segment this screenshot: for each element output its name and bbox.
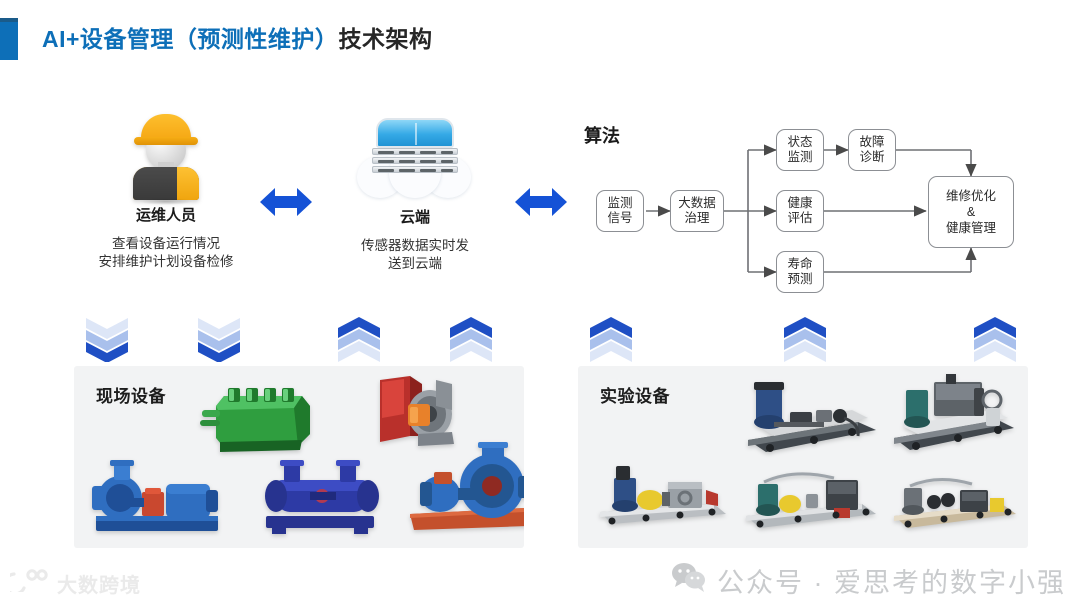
chevron-stack-down-1 bbox=[84, 316, 130, 362]
panel-field-equipment: 现场设备 bbox=[74, 366, 524, 548]
equipment-lab-rig-2 bbox=[894, 374, 1014, 450]
double-arrow-icon-2 bbox=[513, 185, 569, 219]
flow-node-health-assessment[interactable]: 健康 评估 bbox=[776, 190, 824, 232]
worker-icon bbox=[125, 112, 207, 205]
actor-operator-desc: 查看设备运行情况 安排维护计划设备检修 bbox=[98, 236, 234, 269]
page-title: AI+设备管理（预测性维护）技术架构 bbox=[42, 20, 432, 58]
chevron-stack-up-4 bbox=[782, 316, 828, 362]
actor-cloud: 云端 传感器数据实时发 送到云端 bbox=[325, 112, 505, 273]
page-title-primary: AI+设备管理（预测性维护） bbox=[42, 26, 339, 52]
wechat-icon bbox=[671, 562, 707, 599]
panel-field-equipment-title: 现场设备 bbox=[96, 387, 166, 406]
chevron-stack-down-2 bbox=[196, 316, 242, 362]
chevron-stack-up-2 bbox=[448, 316, 494, 362]
equipment-blue-pump-2 bbox=[265, 460, 379, 534]
equipment-lab-rig-3 bbox=[600, 466, 726, 525]
brand-logo-icon bbox=[3, 568, 50, 598]
flow-node-life-prediction[interactable]: 寿命 预测 bbox=[776, 251, 824, 293]
equipment-lab-rig-1 bbox=[748, 382, 876, 452]
title-accent-bar bbox=[0, 18, 18, 60]
equipment-red-blower bbox=[380, 376, 454, 446]
brand-watermark-text: 大数跨境 bbox=[57, 574, 141, 597]
flow-node-fault-diagnosis[interactable]: 故障 诊断 bbox=[848, 129, 896, 171]
actor-operator-caption: 运维人员 bbox=[135, 207, 196, 224]
chevron-stack-up-1 bbox=[336, 316, 382, 362]
equipment-green-engine bbox=[200, 388, 310, 452]
flow-node-status-monitoring[interactable]: 状态 监测 bbox=[776, 129, 824, 171]
actor-operator: 运维人员 查看设备运行情况 安排维护计划设备检修 bbox=[76, 112, 256, 271]
panel-lab-equipment: 实验设备 bbox=[578, 366, 1028, 548]
actor-cloud-caption: 云端 bbox=[399, 209, 430, 226]
cloud-server-icon bbox=[355, 112, 475, 200]
wechat-watermark-text: 公众号 · 爱思考的数字小强 bbox=[717, 568, 1066, 598]
actor-cloud-desc: 传感器数据实时发 送到云端 bbox=[361, 238, 469, 271]
wechat-watermark: 公众号 · 爱思考的数字小强 bbox=[671, 561, 1066, 600]
flowchart-connectors bbox=[646, 144, 977, 278]
chevron-stack-up-5 bbox=[972, 316, 1018, 362]
equipment-lab-rig-4 bbox=[746, 472, 876, 528]
chevron-stack-up-3 bbox=[588, 316, 634, 362]
equipment-blue-pump-3 bbox=[410, 442, 524, 530]
equipment-lab-rig-5 bbox=[894, 477, 1016, 528]
flow-node-monitoring-signal[interactable]: 监测 信号 bbox=[596, 190, 644, 232]
panel-lab-equipment-title: 实验设备 bbox=[600, 387, 670, 406]
brand-watermark: 大数跨境 bbox=[3, 568, 141, 598]
double-arrow-icon-1 bbox=[258, 185, 314, 219]
flow-node-maintenance-optimization[interactable]: 维修优化 & 健康管理 bbox=[928, 176, 1014, 248]
page-title-secondary: 技术架构 bbox=[338, 26, 433, 52]
equipment-blue-pump-1 bbox=[92, 460, 218, 531]
algorithm-section-label: 算法 bbox=[584, 126, 620, 146]
algorithm-flowchart: 监测 信号 大数据 治理 状态 监测 故障 诊断 健康 评估 寿命 预测 维修优… bbox=[596, 128, 1036, 298]
flow-node-big-data-governance[interactable]: 大数据 治理 bbox=[670, 190, 724, 232]
